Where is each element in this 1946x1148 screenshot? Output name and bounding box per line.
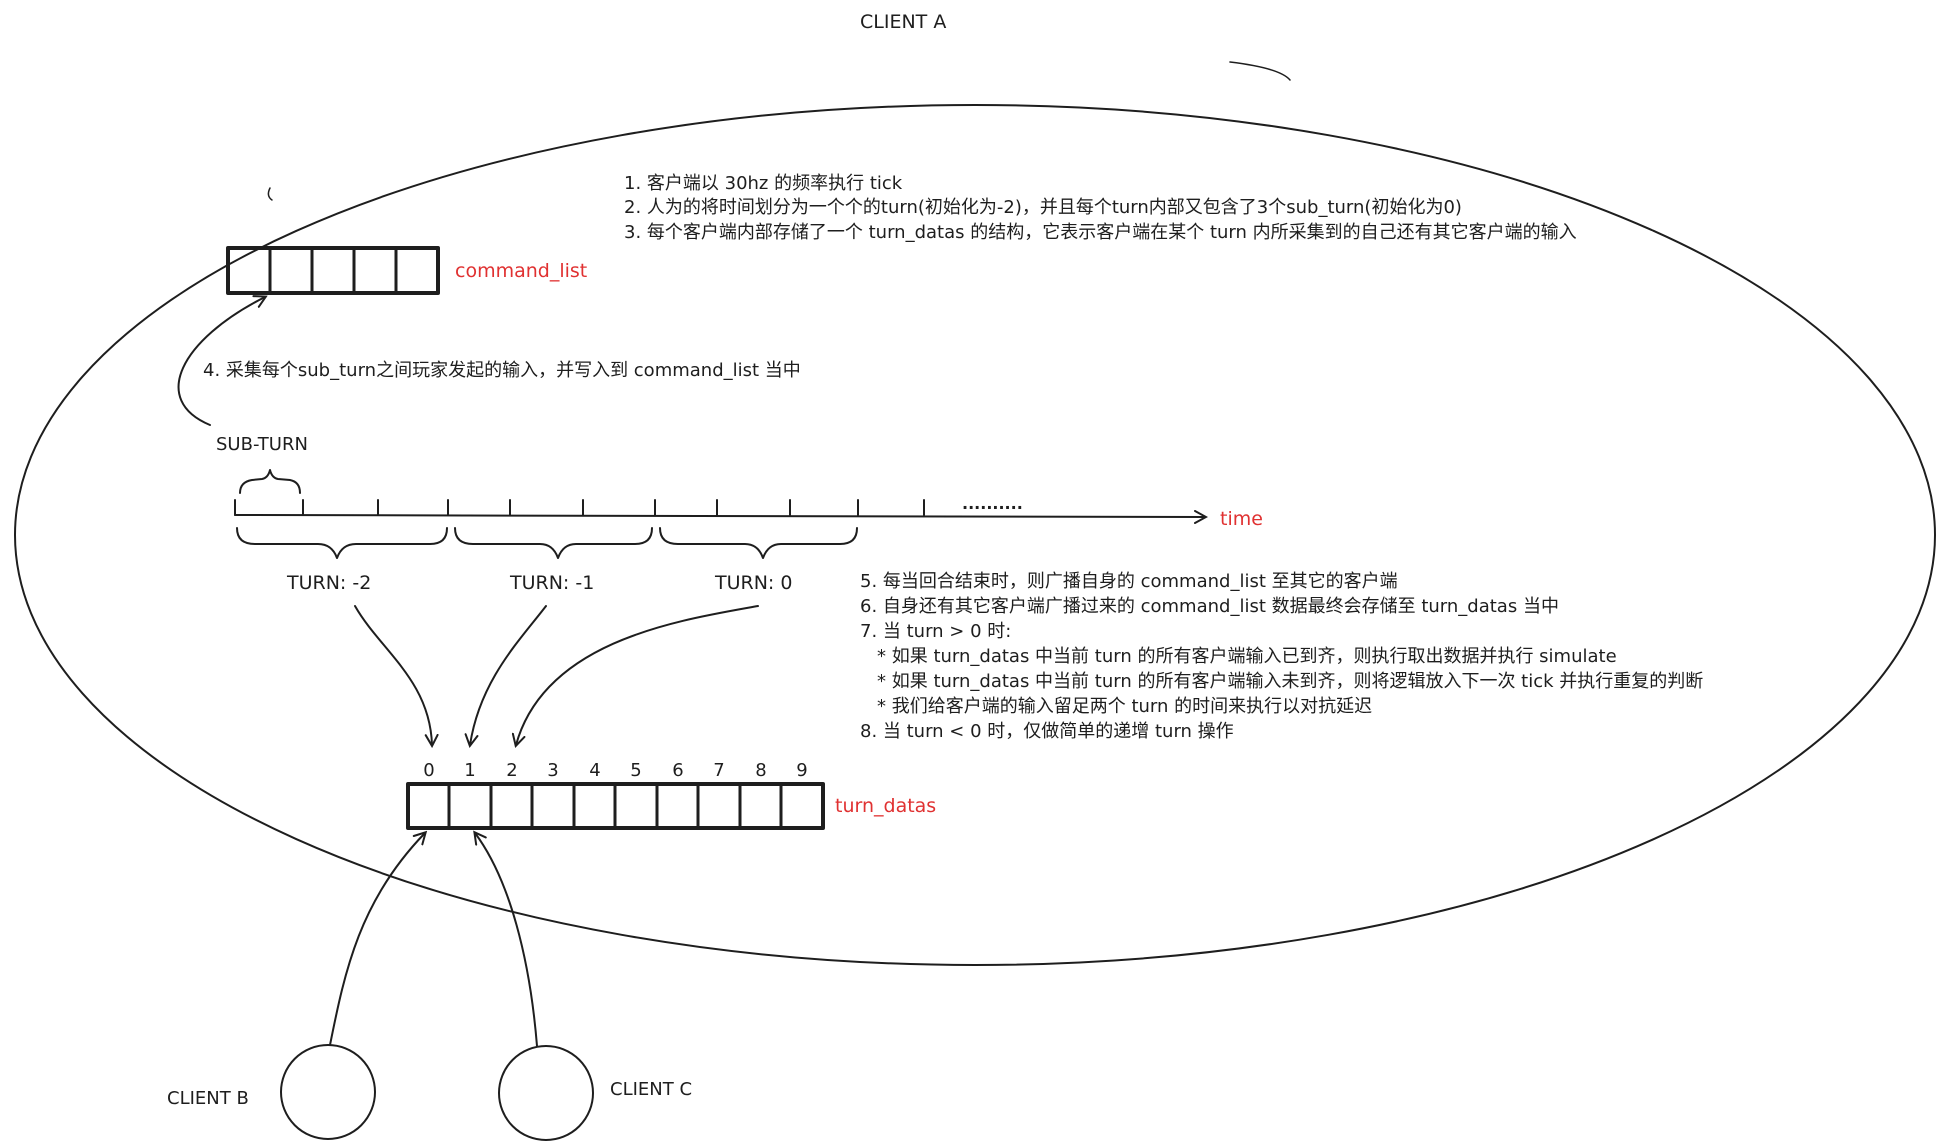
sketch-mark xyxy=(1229,61,1291,81)
client-a-boundary xyxy=(14,104,1936,966)
note-7b: * 如果 turn_datas 中当前 turn 的所有客户端输入未到齐，则将逻… xyxy=(877,671,1703,692)
sub-turn-brace xyxy=(239,469,301,494)
command-list-label: command_list xyxy=(455,260,587,282)
note-8: 8. 当 turn < 0 时，仅做简单的递增 turn 操作 xyxy=(860,721,1234,742)
index-5: 5 xyxy=(630,760,641,781)
note-3: 3. 每个客户端内部存储了一个 turn_datas 的结构，它表示客户端在某个… xyxy=(624,222,1577,243)
client-c-node xyxy=(498,1045,594,1141)
turn-brace-minus-2 xyxy=(236,527,448,559)
client-b-node xyxy=(280,1044,376,1140)
index-3: 3 xyxy=(547,760,558,781)
index-7: 7 xyxy=(713,760,724,781)
turn-brace-minus-1 xyxy=(454,527,653,559)
client-c-arrow xyxy=(475,833,538,1047)
notes-top: 1. 客户端以 30hz 的频率执行 tick 2. 人为的将时间划分为一个个的… xyxy=(624,173,1577,243)
turn-label-minus-1: TURN: -1 xyxy=(509,572,594,594)
turn-datas-array xyxy=(406,782,825,830)
turn-datas-label: turn_datas xyxy=(835,795,936,817)
client-b-label: CLIENT B xyxy=(167,1088,249,1109)
turn-minus-1-arrow xyxy=(470,605,547,745)
note-7: 7. 当 turn > 0 时: xyxy=(860,621,1011,642)
note-4: 4. 采集每个sub_turn之间玩家发起的输入，并写入到 command_li… xyxy=(203,360,801,381)
note-7c: * 我们给客户端的输入留足两个 turn 的时间来执行以对抗延迟 xyxy=(877,696,1372,717)
sketch-mark xyxy=(267,187,273,201)
timeline-dots: .......... xyxy=(962,494,1023,513)
client-b-arrow xyxy=(329,833,425,1046)
index-0: 0 xyxy=(423,760,434,781)
command-list-array xyxy=(226,246,440,295)
index-9: 9 xyxy=(796,760,807,781)
turn-datas-indices: 0 1 2 3 4 5 6 7 8 9 xyxy=(423,760,807,781)
note-6: 6. 自身还有其它客户端广播过来的 command_list 数据最终会存储至 … xyxy=(860,596,1559,617)
client-c-label: CLIENT C xyxy=(610,1079,692,1100)
note-5: 5. 每当回合结束时，则广播自身的 command_list 至其它的客户端 xyxy=(860,571,1398,592)
index-1: 1 xyxy=(464,760,475,781)
index-4: 4 xyxy=(589,760,600,781)
note-2: 2. 人为的将时间划分为一个个的turn(初始化为-2)，并且每个turn内部又… xyxy=(624,197,1462,218)
index-6: 6 xyxy=(672,760,683,781)
sub-turn-label: SUB-TURN xyxy=(216,434,308,455)
sub-turn-to-command-list-arrow xyxy=(177,297,265,426)
note-1: 1. 客户端以 30hz 的频率执行 tick xyxy=(624,173,903,194)
turn-label-0: TURN: 0 xyxy=(714,572,792,594)
turn-label-minus-2: TURN: -2 xyxy=(286,572,371,594)
timeline xyxy=(234,499,1205,517)
notes-bottom: 5. 每当回合结束时，则广播自身的 command_list 至其它的客户端 6… xyxy=(860,571,1703,742)
index-2: 2 xyxy=(506,760,517,781)
time-label: time xyxy=(1220,508,1263,530)
turn-minus-2-arrow xyxy=(354,605,432,745)
note-7a: * 如果 turn_datas 中当前 turn 的所有客户端输入已到齐，则执行… xyxy=(877,646,1617,667)
index-8: 8 xyxy=(755,760,766,781)
turn-brace-0 xyxy=(659,527,858,559)
client-a-label: CLIENT A xyxy=(860,11,946,33)
turn-0-arrow xyxy=(516,605,759,745)
